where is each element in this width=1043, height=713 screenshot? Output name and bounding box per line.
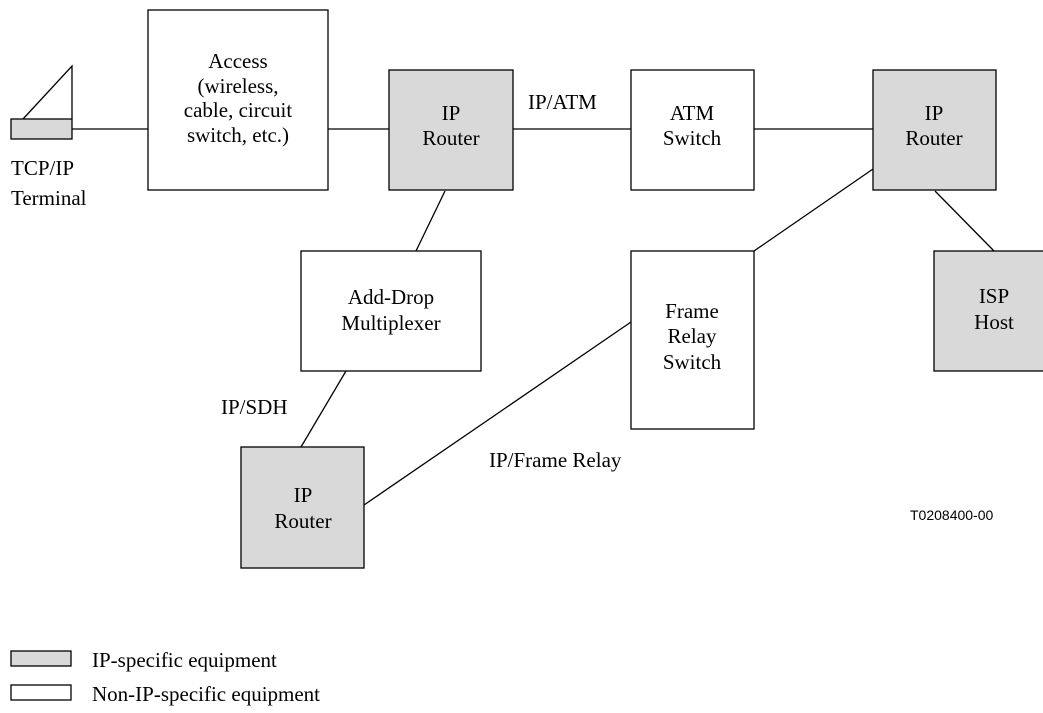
figure-code: T0208400-00	[910, 507, 994, 523]
atm-switch-label-line2: Switch	[663, 126, 722, 150]
link-router1-adm	[415, 190, 446, 252]
connections	[72, 128, 995, 506]
frame-relay-switch-label-line1: Frame	[665, 299, 719, 323]
legend-non-ip-label: Non-IP-specific equipment	[92, 682, 320, 706]
link-router2-frswitch	[753, 168, 874, 252]
legend: IP-specific equipment Non-IP-specific eq…	[10, 648, 320, 706]
isp-host-label-line2: Host	[974, 310, 1014, 334]
ip-router-1-label-line2: Router	[422, 126, 479, 150]
ip-router-2-label-line2: Router	[905, 126, 962, 150]
adm-label-line1: Add-Drop	[348, 285, 434, 309]
ip-router-1-box	[388, 69, 514, 191]
terminal-label-line2: Terminal	[11, 186, 87, 210]
frame-relay-switch-label-line2: Relay	[668, 324, 717, 348]
ip-router-2-box	[872, 69, 997, 191]
terminal-label-line1: TCP/IP	[11, 156, 74, 180]
link-router2-isphost	[934, 190, 995, 252]
legend-ip-label: IP-specific equipment	[92, 648, 277, 672]
ip-router-2-label-line1: IP	[925, 101, 944, 125]
access-label-line4: switch, etc.)	[187, 123, 289, 147]
access-label-line2: (wireless,	[197, 74, 278, 98]
terminal-body	[10, 118, 73, 140]
link-ip-sdh	[300, 370, 347, 448]
link-ip-frame-relay	[363, 321, 632, 506]
atm-switch-label-line1: ATM	[670, 101, 715, 125]
legend-non-ip-swatch	[10, 684, 72, 701]
ip-router-3-box	[240, 446, 365, 569]
ip-router-1-label-line1: IP	[442, 101, 461, 125]
isp-host-label-line1: ISP	[979, 284, 1009, 308]
ip-router-3-label-line2: Router	[274, 509, 331, 533]
access-box	[147, 9, 329, 191]
adm-label-line2: Multiplexer	[341, 311, 440, 335]
legend-ip-swatch	[10, 650, 72, 667]
link-label-ip-atm: IP/ATM	[528, 90, 597, 114]
access-label-line1: Access	[208, 49, 267, 73]
link-label-ip-sdh: IP/SDH	[221, 395, 288, 419]
frame-relay-switch-label-line3: Switch	[663, 350, 722, 374]
link-label-ip-frame-relay: IP/Frame Relay	[489, 448, 622, 472]
atm-switch-box	[630, 69, 755, 191]
terminal-antenna	[22, 64, 73, 120]
ip-router-3-label-line1: IP	[294, 483, 313, 507]
access-label-line3: cable, circuit	[184, 98, 293, 122]
add-drop-multiplexer-box	[300, 250, 482, 372]
isp-host-box	[933, 250, 1043, 372]
tcp-ip-terminal-icon	[10, 64, 73, 140]
frame-relay-switch-box	[630, 250, 755, 430]
